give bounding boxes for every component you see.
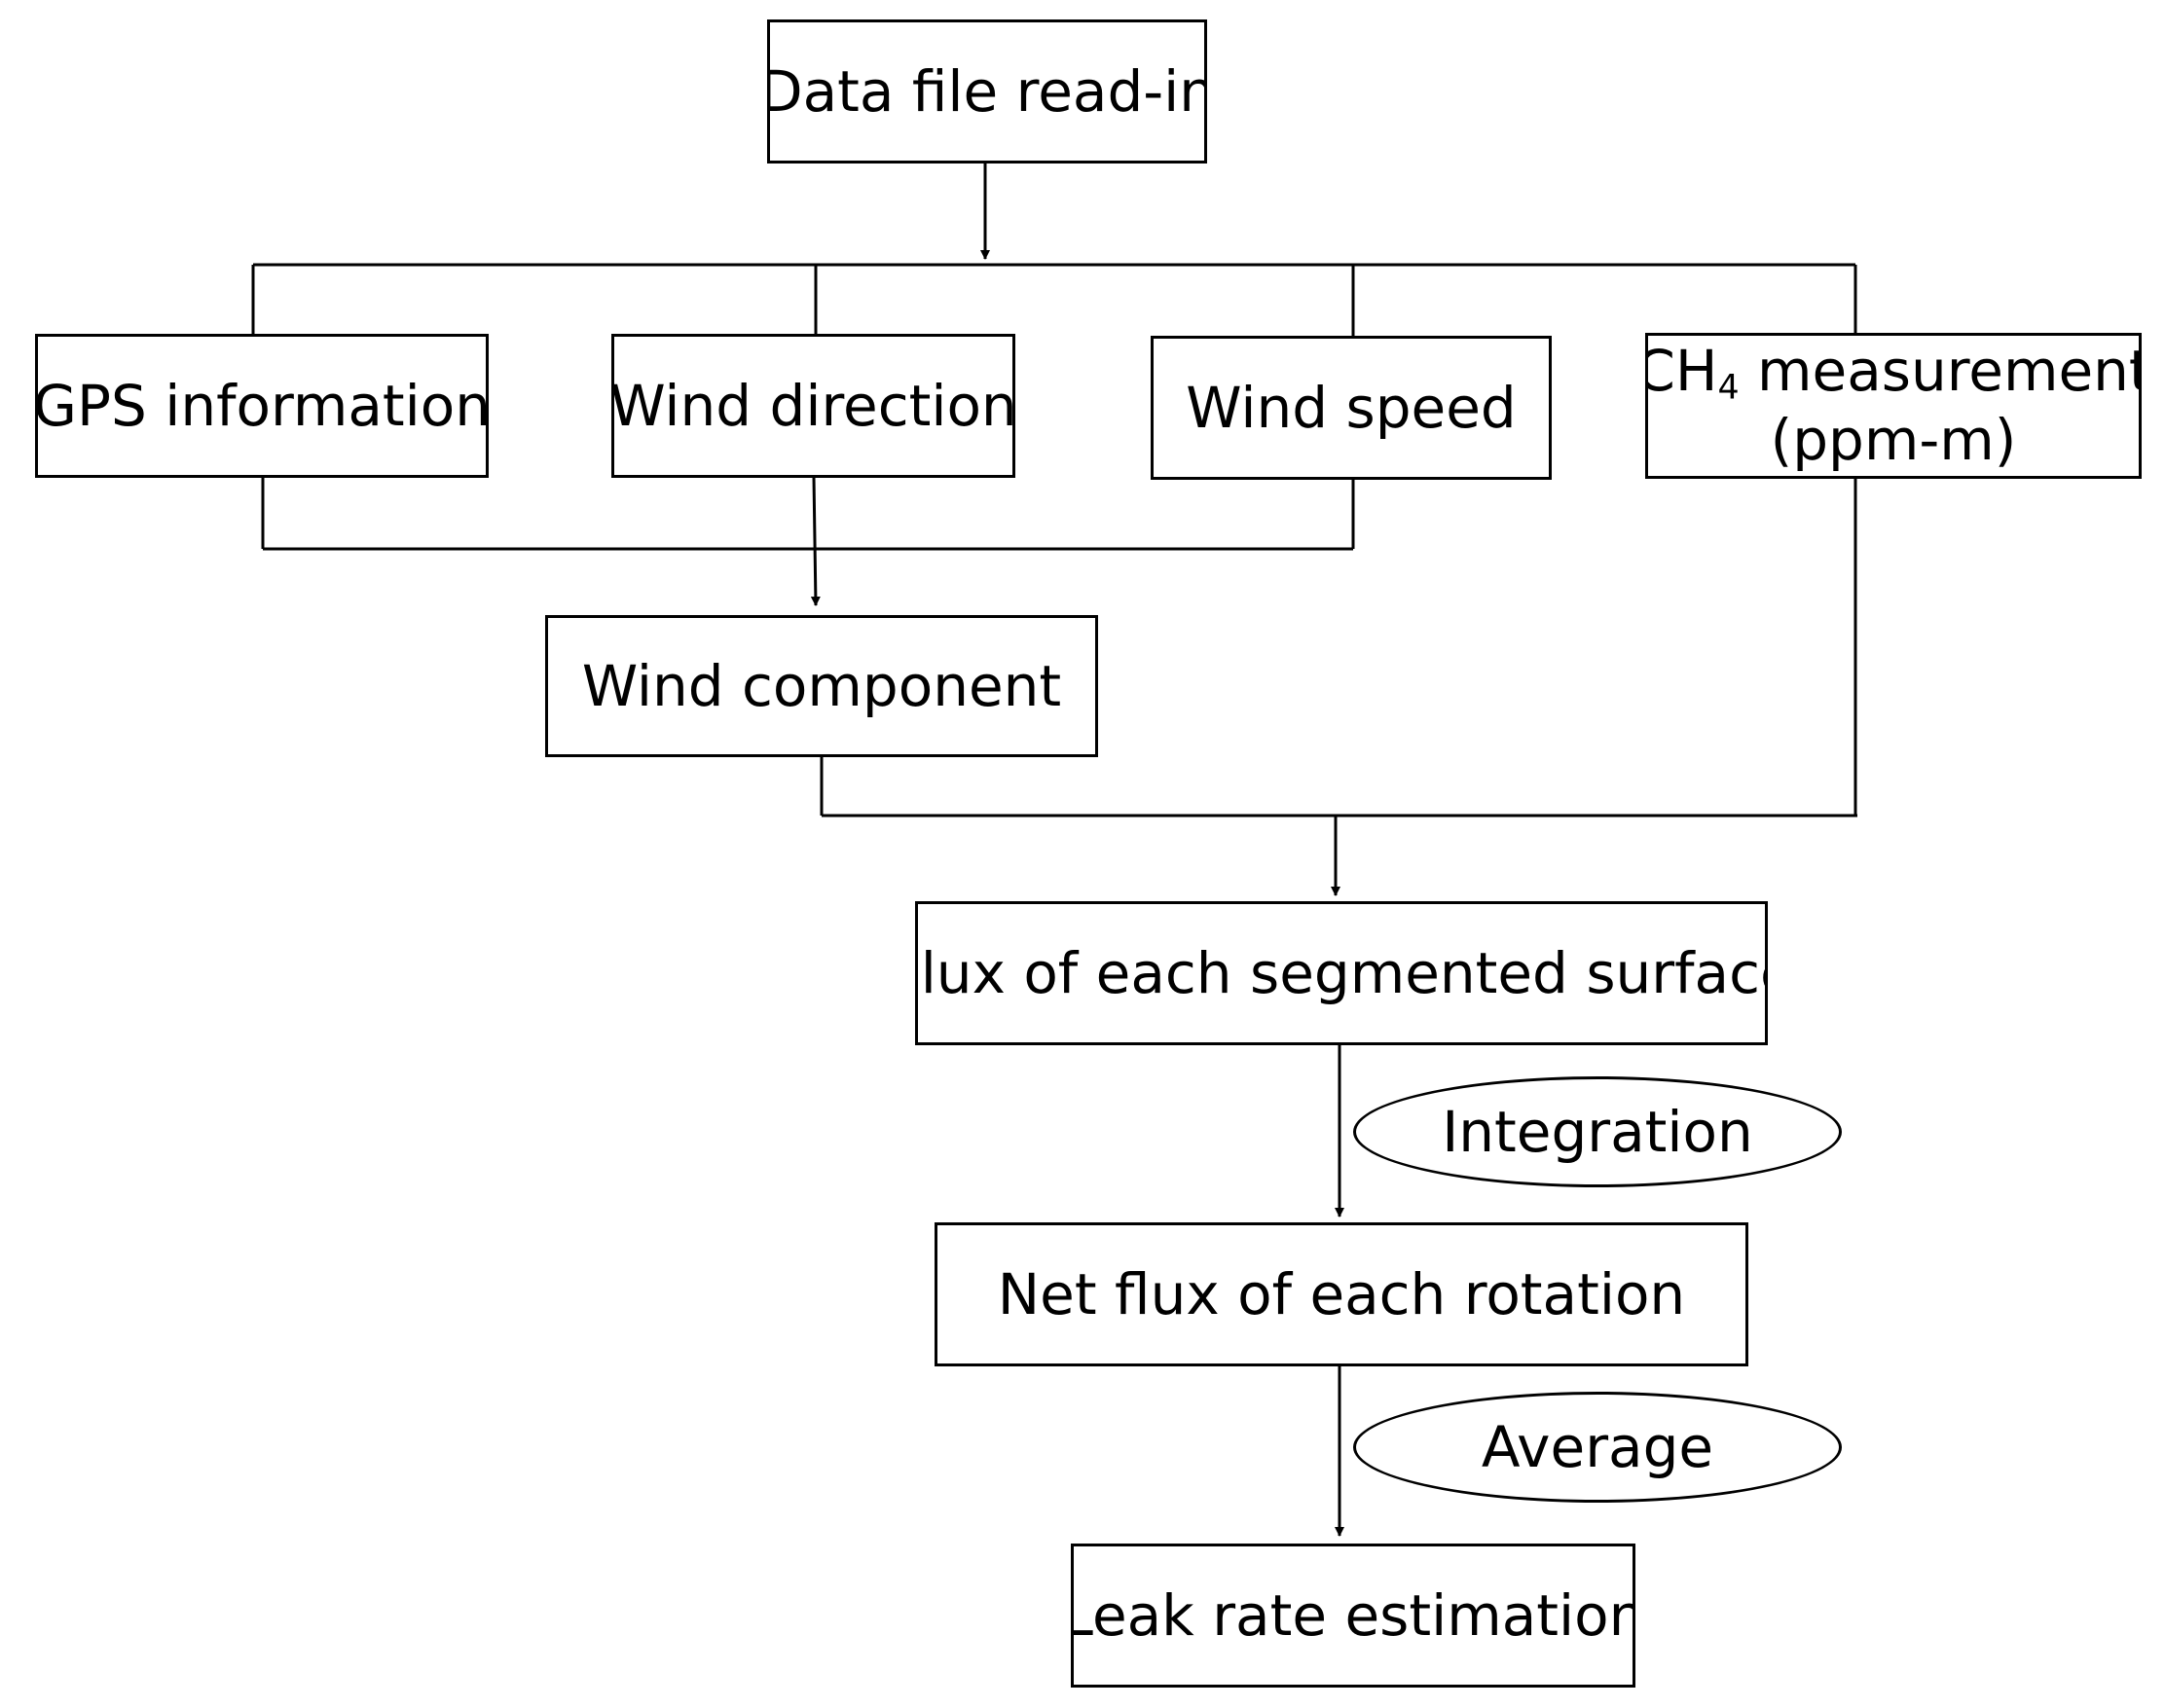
integration-oval: Integration [1353, 1076, 1842, 1187]
flux-segmented-surface-box: Flux of each segmented surface [915, 901, 1768, 1045]
leak-rate-estimation-label: Leak rate estimation [1071, 1581, 1635, 1649]
average-oval: Average [1353, 1392, 1842, 1503]
gps-information-label: GPS information [35, 372, 489, 439]
wind-speed-box: Wind speed [1151, 336, 1552, 480]
gps-information-box: GPS information [35, 334, 489, 478]
ch4-measurement-box: CH4 measurement (ppm-m) [1645, 333, 2142, 479]
flux-segmented-surface-label: Flux of each segmented surface [915, 939, 1768, 1006]
wind-direction-box: Wind direction [611, 334, 1015, 478]
wind-component-label: Wind component [581, 652, 1062, 719]
net-flux-rotation-box: Net flux of each rotation [935, 1222, 1748, 1366]
net-flux-rotation-label: Net flux of each rotation [997, 1260, 1686, 1327]
ch4-unit-label: (ppm-m) [1770, 407, 2017, 473]
wind-speed-label: Wind speed [1186, 374, 1517, 441]
connector-wind-direction-to-component [810, 476, 821, 606]
wind-direction-label: Wind direction [611, 372, 1015, 439]
ch4-measurement-label: CH4 measurement [1648, 338, 2142, 408]
data-file-read-in-label: Data file read-in [767, 57, 1207, 125]
integration-label: Integration [1442, 1099, 1753, 1165]
wind-component-box: Wind component [545, 615, 1098, 757]
leak-rate-estimation-box: Leak rate estimation [1071, 1544, 1635, 1688]
average-label: Average [1481, 1414, 1714, 1480]
data-file-read-in-box: Data file read-in [767, 19, 1207, 164]
